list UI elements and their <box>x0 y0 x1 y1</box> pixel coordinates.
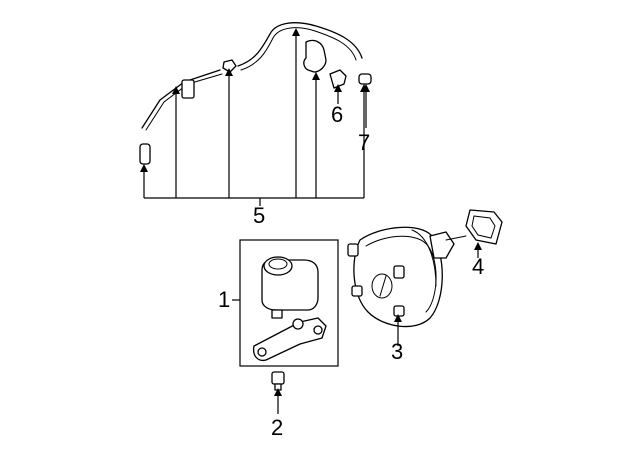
master-cylinder-assembly <box>232 239 339 367</box>
hose-fitting <box>222 59 237 73</box>
vacuum-hose-assembly <box>139 22 372 206</box>
callout-1: 1 <box>218 287 230 312</box>
callout-7: 7 <box>358 130 370 155</box>
hose-short-tube <box>139 143 151 165</box>
callout-5: 5 <box>253 203 265 228</box>
brake-booster <box>347 226 467 346</box>
reservoir-cap <box>263 256 293 276</box>
callout-2: 2 <box>271 415 283 440</box>
reservoir-fitting <box>271 371 285 414</box>
check-valve <box>329 69 347 89</box>
cylinder-body <box>252 317 327 362</box>
master-cylinder-frame <box>239 239 339 367</box>
booster-gasket <box>465 209 503 258</box>
callout-3: 3 <box>391 339 403 364</box>
hose-top-segment <box>237 22 363 67</box>
hose-elbow <box>303 39 327 73</box>
callout-6: 6 <box>331 102 343 127</box>
callout-4: 4 <box>472 254 484 279</box>
booster-mount-bracket <box>429 231 455 259</box>
hose-connector <box>358 73 372 85</box>
hose-left-segment <box>141 69 221 129</box>
hose-clamp <box>181 79 195 99</box>
